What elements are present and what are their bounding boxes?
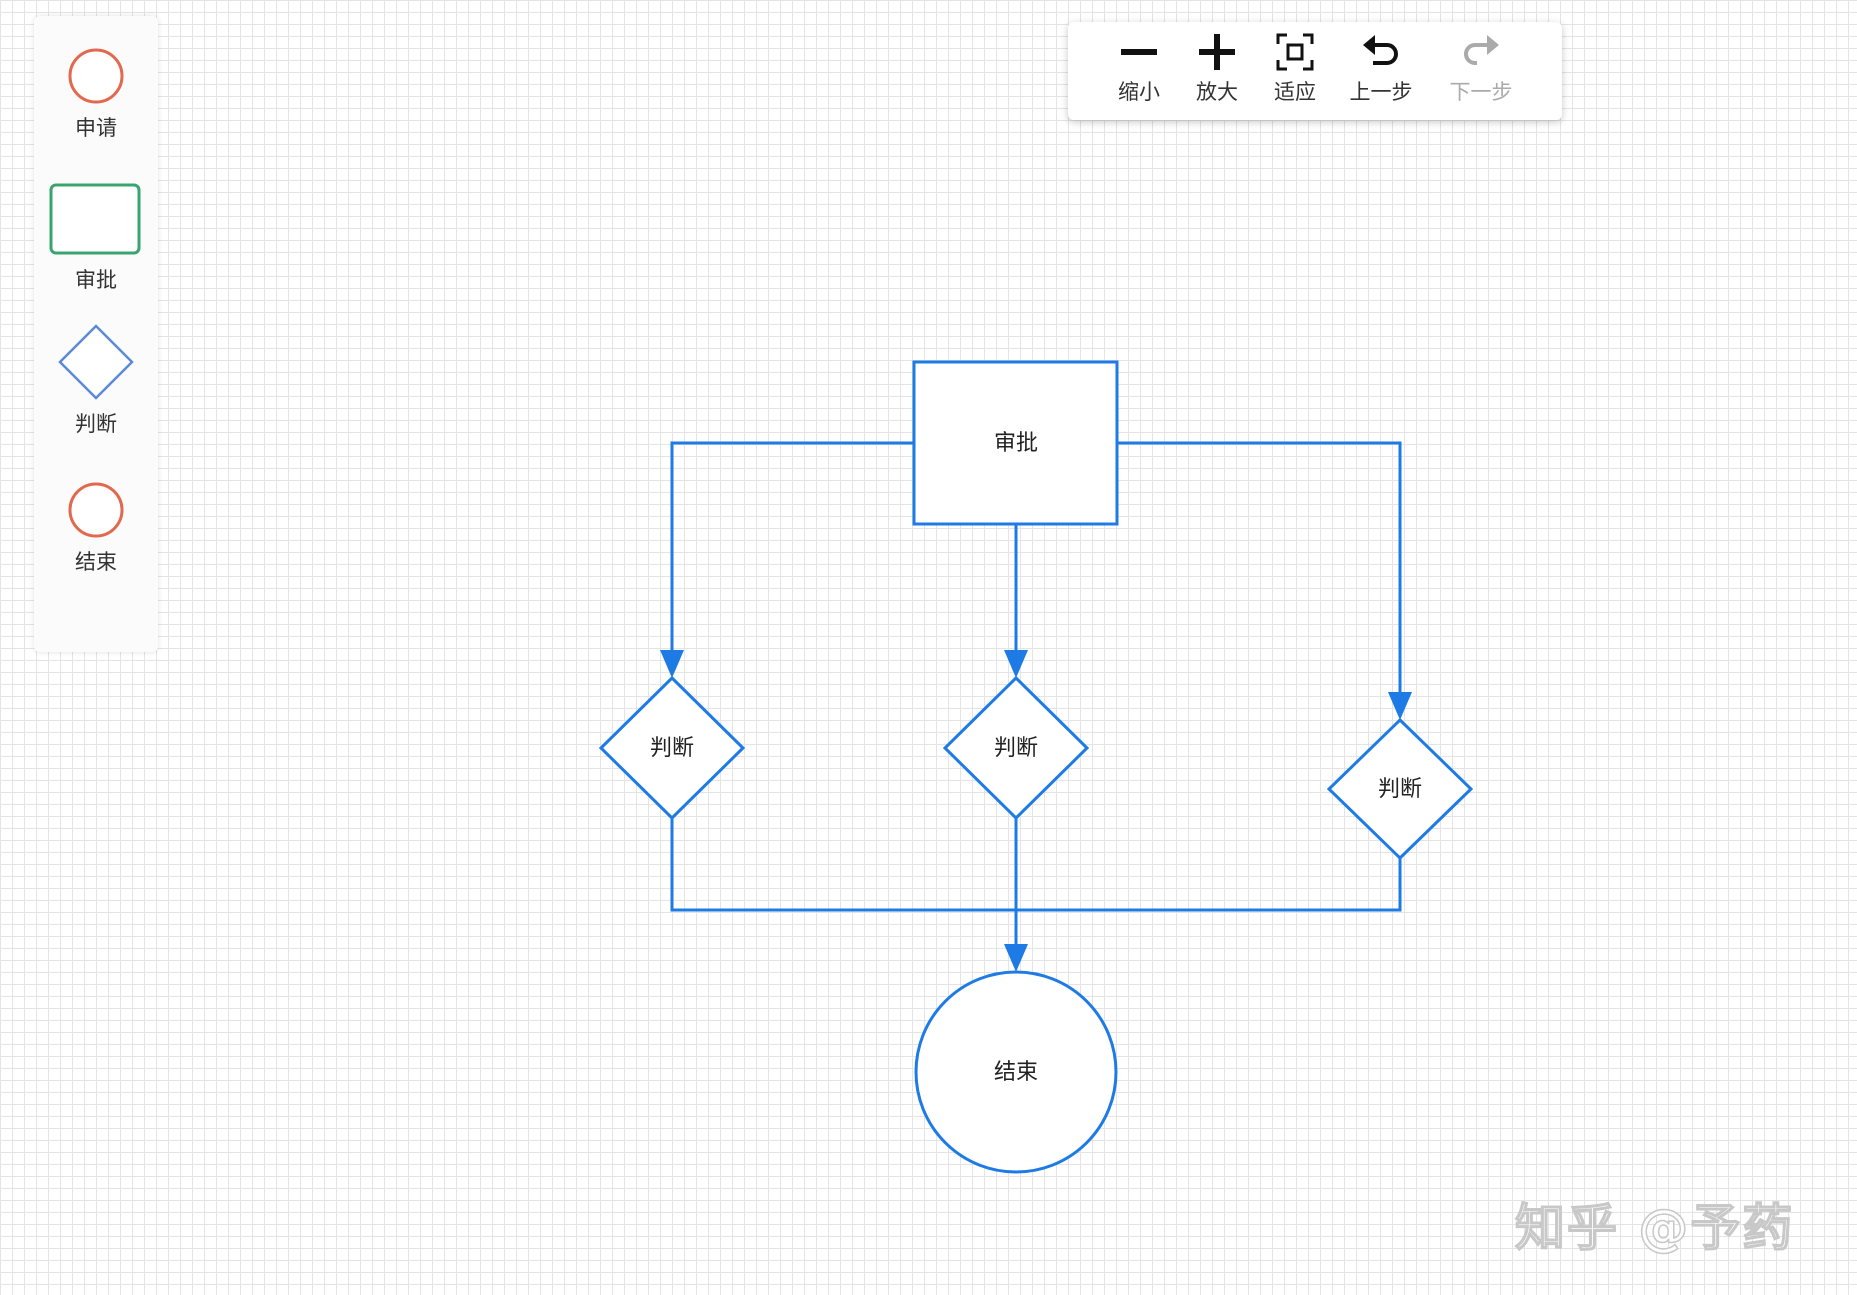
node-judge-right[interactable]: 判断 — [1326, 717, 1474, 861]
node-end[interactable]: 结束 — [914, 970, 1118, 1174]
node-label-judge-right: 判断 — [1378, 777, 1422, 802]
circle-shape-icon — [68, 48, 124, 104]
node-judge-left[interactable]: 判断 — [598, 675, 746, 821]
palette-label-approve: 审批 — [75, 268, 117, 292]
node-approve[interactable]: 审批 — [912, 360, 1119, 526]
redo-label: 下一步 — [1449, 80, 1513, 104]
palette-item-judge[interactable]: 判断 — [34, 322, 158, 438]
redo-button[interactable]: 下一步 — [1436, 30, 1526, 112]
arrowhead — [660, 650, 684, 678]
node-label-end: 结束 — [994, 1060, 1038, 1085]
rect-shape-icon — [49, 183, 141, 255]
edge-approve-judge-right[interactable] — [1117, 441, 1402, 692]
edge-approve-judge-left[interactable] — [670, 441, 914, 650]
palette-item-apply[interactable]: 申请 — [34, 46, 158, 142]
palette-item-approve[interactable]: 审批 — [34, 182, 158, 294]
palette-label-apply: 申请 — [75, 116, 117, 140]
palette-label-end: 结束 — [75, 550, 117, 574]
zoom-in-label: 放大 — [1196, 80, 1238, 104]
node-label-judge-left: 判断 — [650, 736, 694, 761]
fit-label: 适应 — [1274, 80, 1316, 104]
undo-label: 上一步 — [1349, 80, 1413, 104]
redo-icon — [1464, 35, 1499, 65]
node-palette: 申请 审批 判断 结束 — [34, 16, 158, 652]
arrowhead — [1388, 692, 1412, 720]
diamond-shape-icon — [58, 324, 134, 400]
palette-label-judge: 判断 — [75, 412, 117, 436]
toolbar: 缩小 放大 适应 上一步 下一步 — [1068, 22, 1562, 120]
zoom-out-button[interactable]: 缩小 — [1094, 30, 1184, 112]
zoom-in-button[interactable]: 放大 — [1172, 30, 1262, 112]
arrowhead — [1004, 650, 1028, 678]
fit-button[interactable]: 适应 — [1250, 30, 1340, 112]
node-label-approve: 审批 — [994, 431, 1038, 456]
arrowhead — [1004, 944, 1028, 972]
undo-button[interactable]: 上一步 — [1336, 30, 1426, 112]
edge-judge-right-end[interactable] — [1016, 858, 1402, 912]
edge-judge-left-end[interactable] — [670, 818, 1016, 912]
circle-shape-icon — [68, 482, 124, 538]
zoom-out-label: 缩小 — [1118, 80, 1160, 104]
minus-icon — [1121, 49, 1157, 55]
fit-icon — [1276, 33, 1314, 71]
undo-icon — [1363, 35, 1398, 65]
plus-icon — [1199, 34, 1235, 70]
palette-item-end[interactable]: 结束 — [34, 480, 158, 576]
node-judge-center[interactable]: 判断 — [942, 675, 1090, 821]
watermark: 知乎 @予药 — [1514, 1198, 1795, 1258]
node-label-judge-center: 判断 — [994, 736, 1038, 761]
